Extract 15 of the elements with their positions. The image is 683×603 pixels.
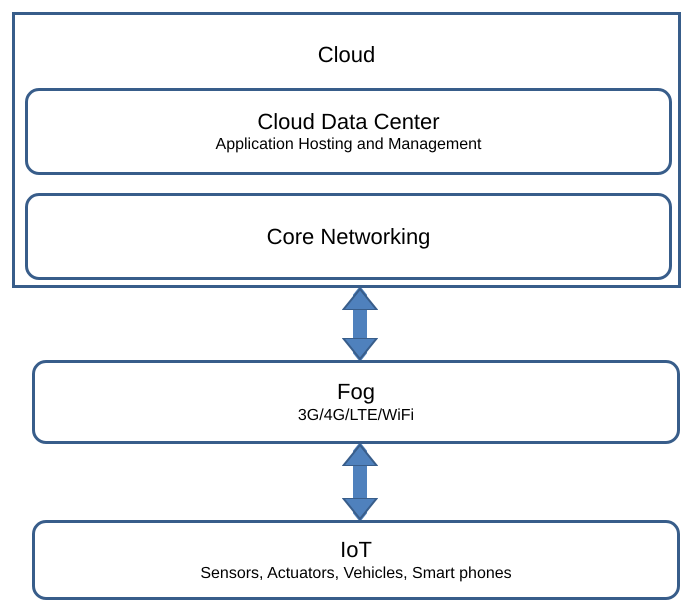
- double-arrow: [342, 288, 378, 360]
- layer-box: [32, 360, 680, 444]
- layer-title: Fog: [337, 378, 375, 406]
- layer-title: Core Networking: [266, 222, 430, 250]
- layer-title: IoT: [340, 536, 372, 564]
- double-arrow: [342, 444, 378, 520]
- layer-subtitle: Sensors, Actuators, Vehicles, Smart phones: [200, 564, 512, 584]
- layer-subtitle: Application Hosting and Management: [216, 135, 482, 156]
- layer-box: [25, 193, 672, 280]
- layer-box: [32, 520, 680, 600]
- layer-title: Cloud Data Center: [257, 108, 440, 136]
- group-title: Cloud: [318, 41, 376, 68]
- layer-subtitle: 3G/4G/LTE/WiFi: [298, 406, 414, 426]
- layer-box: [25, 88, 672, 175]
- group-box: [12, 12, 681, 288]
